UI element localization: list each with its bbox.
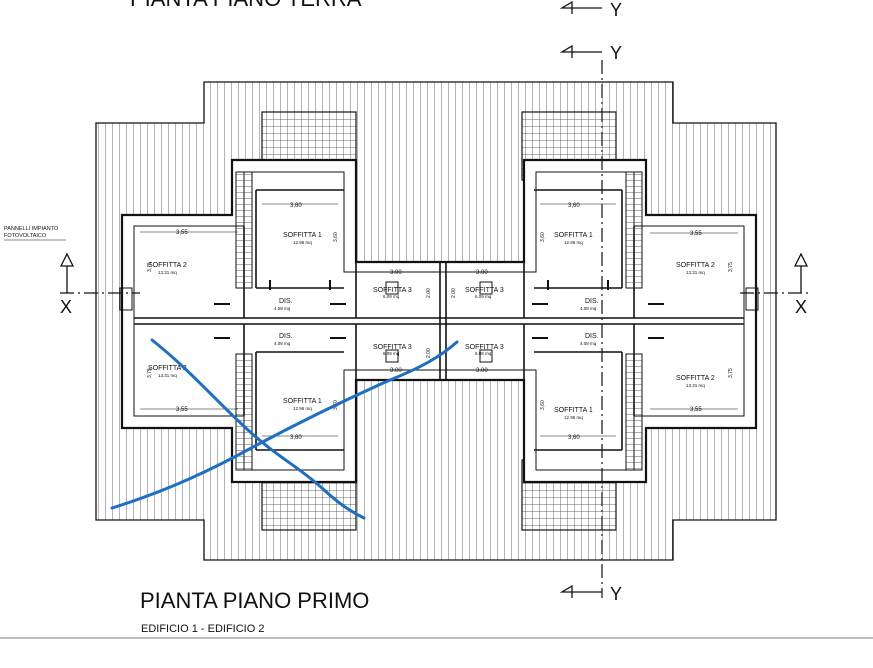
room-area: 13.31 mq xyxy=(686,383,705,388)
building-footprint xyxy=(120,158,758,484)
room-name: SOFFITTA 2 xyxy=(148,262,187,269)
room-area: 6.09 mq xyxy=(383,294,400,299)
room-name: SOFFITTA 3 xyxy=(373,287,412,294)
dimension-label: 2.00 xyxy=(426,288,432,298)
room-name: SOFFITTA 1 xyxy=(554,407,593,414)
dimension-label: 3,55 xyxy=(690,231,702,237)
room-area: 4.08 mq xyxy=(580,306,597,311)
section-mark-y-cropped: Y xyxy=(610,0,622,20)
dimension-label: 3,60 xyxy=(290,435,302,441)
dimension-label: 3,75 xyxy=(728,368,734,378)
room-name: SOFFITTA 2 xyxy=(148,365,187,372)
dimension-label: 3,75 xyxy=(147,368,153,378)
dimension-label: 3,55 xyxy=(176,230,188,236)
dimension-label: 2.00 xyxy=(426,348,432,358)
dimension-label: 3.00 xyxy=(476,368,488,374)
room-area: 6.09 mq xyxy=(475,294,492,299)
room-area: 13.31 mq xyxy=(158,270,177,275)
stairwells xyxy=(235,171,643,471)
dimension-label: 3,60 xyxy=(540,400,546,410)
subtitle: EDIFICIO 1 - EDIFICIO 2 xyxy=(141,623,264,635)
room-name: DIS. xyxy=(585,298,599,305)
dimension-label: 3,60 xyxy=(290,203,302,209)
section-line-x: X X xyxy=(59,252,810,317)
pv-note: PANNELLI IMPIANTO FOTOVOLTAICO xyxy=(4,226,66,241)
room-name: SOFFITTA 1 xyxy=(283,398,322,405)
room-name: SOFFITTA 1 xyxy=(554,232,593,239)
pv-note-line1: PANNELLI IMPIANTO xyxy=(4,226,59,232)
top-title: PIANTA PIANO TERRA xyxy=(130,0,362,11)
dimension-label: 3.00 xyxy=(476,270,488,276)
dimension-label: 3,60 xyxy=(333,232,339,242)
dimension-label: 3,60 xyxy=(568,435,580,441)
blue-strike-annotation xyxy=(110,338,459,520)
dimension-label: 3,75 xyxy=(728,262,734,272)
dimension-label: 2.00 xyxy=(451,288,457,298)
room-name: DIS. xyxy=(279,333,293,340)
section-line-y: Y Y Y xyxy=(559,0,622,604)
room-area: 12.96 mq xyxy=(564,415,583,420)
room-name: DIS. xyxy=(585,333,599,340)
room-area: 13.31 mq xyxy=(158,373,177,378)
dimension-label: 3.00 xyxy=(390,270,402,276)
room-area: 4.08 mq xyxy=(580,341,597,346)
room-area: 13.31 mq xyxy=(686,270,705,275)
room-labels: SOFFITTA 1 12.96 mq SOFFITTA 2 13.31 mq … xyxy=(148,232,715,420)
section-mark-x-left: X xyxy=(60,297,72,317)
dimension-label: 3,55 xyxy=(176,407,188,413)
dimension-label: 3,60 xyxy=(540,232,546,242)
section-mark-x-right: X xyxy=(795,297,807,317)
room-area: 12.96 mq xyxy=(564,240,583,245)
room-area: 6.09 mq xyxy=(383,351,400,356)
dimension-label: 3.00 xyxy=(390,368,402,374)
room-name: SOFFITTA 1 xyxy=(283,232,322,239)
section-mark-y-top: Y xyxy=(610,43,622,63)
room-area: 12.96 mq xyxy=(293,406,312,411)
pv-note-line2: FOTOVOLTAICO xyxy=(4,233,47,239)
room-area: 6.09 mq xyxy=(475,351,492,356)
room-name: SOFFITTA 2 xyxy=(676,375,715,382)
room-name: SOFFITTA 3 xyxy=(465,287,504,294)
dimension-label: 3,60 xyxy=(568,203,580,209)
room-name: SOFFITTA 3 xyxy=(373,344,412,351)
room-name: DIS. xyxy=(279,298,293,305)
section-mark-y-bottom: Y xyxy=(610,584,622,604)
chimneys xyxy=(119,281,759,363)
room-area: 4.08 mq xyxy=(274,306,291,311)
room-name: SOFFITTA 2 xyxy=(676,262,715,269)
room-area: 4.08 mq xyxy=(274,341,291,346)
room-area: 12.96 mq xyxy=(293,240,312,245)
door-marks xyxy=(214,280,664,339)
dimension-label: 3,75 xyxy=(147,262,153,272)
dimension-label: 3,55 xyxy=(690,407,702,413)
room-name: SOFFITTA 3 xyxy=(465,344,504,351)
main-title: PIANTA PIANO PRIMO xyxy=(140,588,369,613)
dimension-lines xyxy=(140,203,738,437)
